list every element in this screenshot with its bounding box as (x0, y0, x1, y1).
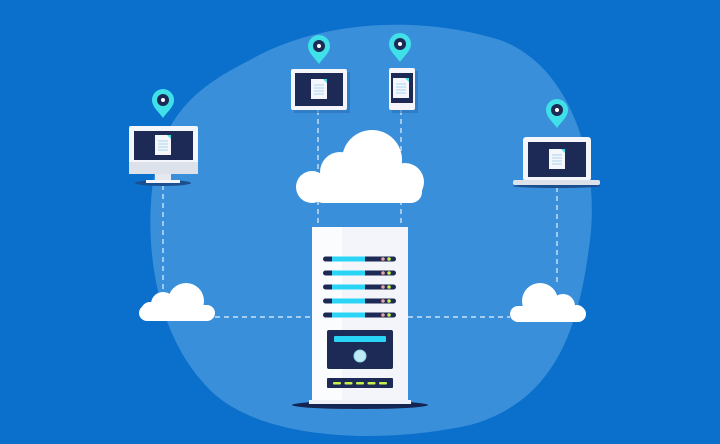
led (381, 257, 385, 261)
document-icon (548, 148, 566, 170)
server-icon (292, 227, 428, 409)
rack-unit (323, 270, 396, 276)
rack-unit (323, 284, 396, 290)
document-icon (392, 77, 410, 99)
led (387, 271, 391, 275)
led (387, 313, 391, 317)
rack-bar (332, 270, 365, 276)
led (381, 271, 385, 275)
led (387, 285, 391, 289)
rack-bar (332, 298, 365, 304)
rack-bar (332, 256, 365, 262)
led (381, 313, 385, 317)
status-light (344, 382, 353, 385)
rack-unit (323, 298, 396, 304)
status-light (379, 382, 387, 385)
tablet-icon (291, 69, 350, 113)
rack-unit (323, 312, 396, 318)
cloud-icon (296, 130, 424, 203)
led (387, 257, 391, 261)
status-light (356, 382, 364, 385)
cloud-icon (510, 283, 586, 322)
led (381, 285, 385, 289)
server-rack-units (323, 256, 396, 318)
cloud-icon (139, 283, 215, 321)
led (387, 299, 391, 303)
rack-bar (332, 284, 365, 290)
phone-icon (389, 68, 418, 113)
document-icon (310, 78, 328, 100)
monitor-icon (129, 126, 198, 186)
status-light (333, 382, 341, 385)
rack-unit (323, 256, 396, 262)
led (381, 299, 385, 303)
status-light (367, 382, 376, 385)
laptop-icon (513, 137, 601, 188)
rack-bar (332, 312, 365, 318)
document-icon (154, 134, 172, 156)
